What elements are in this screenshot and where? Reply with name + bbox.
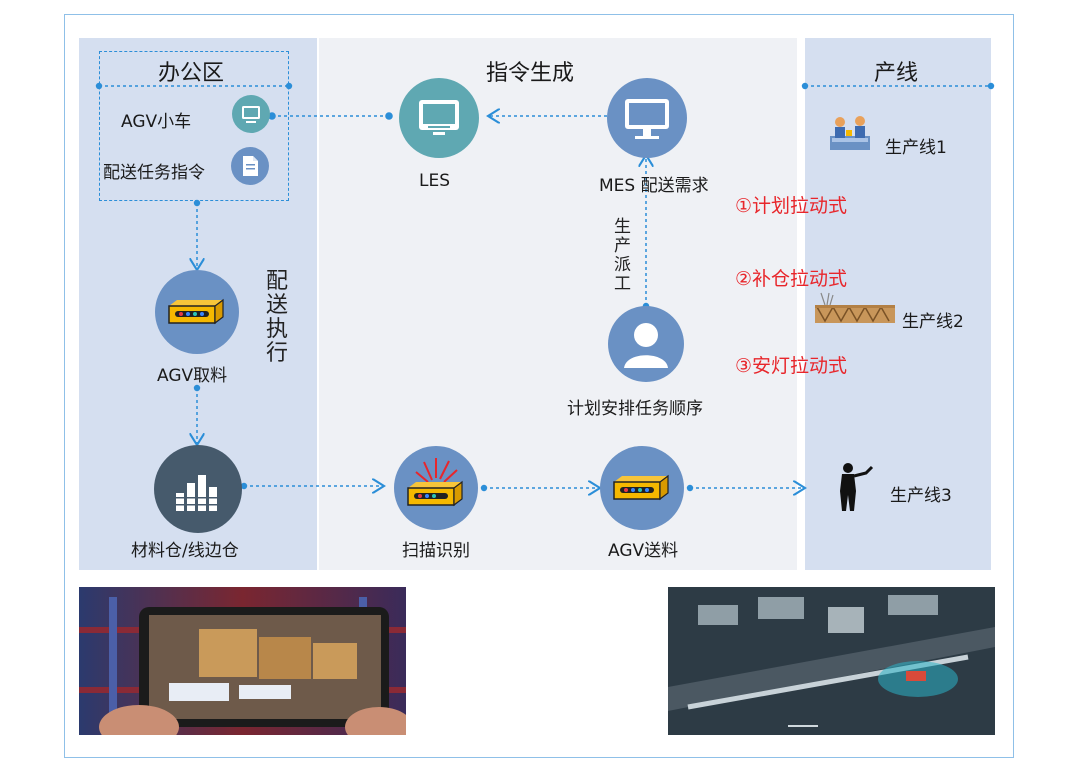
office-zone-title: 办公区 xyxy=(158,61,225,86)
production-line-2-label: 生产线2 xyxy=(902,312,964,332)
planner-label: 计划安排任务顺序 xyxy=(567,399,703,419)
document-icon xyxy=(231,147,269,185)
warehouse-stack-icon xyxy=(154,445,242,533)
diagram-frame xyxy=(64,14,1014,758)
line2-conveyor-icon xyxy=(813,291,897,327)
mes-computer-icon xyxy=(607,78,687,158)
pull-mode-andon: ③安灯拉动式 xyxy=(735,355,848,377)
agv-deliver-icon xyxy=(600,446,684,530)
production-line-title: 产线 xyxy=(874,61,919,86)
agv-pick-label: AGV取料 xyxy=(157,366,228,386)
agv-pick-icon xyxy=(155,270,239,354)
line1-workers-icon xyxy=(826,112,878,156)
ar-warehouse-scan-photo xyxy=(79,587,406,735)
production-line-3-label: 生产线3 xyxy=(890,486,952,506)
pull-mode-plan: ①计划拉动式 xyxy=(735,195,848,217)
mes-demand-label: MES 配送需求 xyxy=(599,176,709,196)
monitor-icon xyxy=(232,95,270,133)
planner-person-icon xyxy=(608,306,684,382)
production-line-1-label: 生产线1 xyxy=(885,138,947,158)
command-generation-title: 指令生成 xyxy=(486,61,575,86)
office-zone-box xyxy=(99,51,289,201)
scan-identify-label: 扫描识别 xyxy=(402,541,470,561)
line3-andon-worker-icon xyxy=(830,461,876,513)
agv-deliver-label: AGV送料 xyxy=(608,541,679,561)
warehouse-label: 材料仓/线边仓 xyxy=(131,541,239,561)
delivery-execution-label: 配送执行 xyxy=(266,269,289,366)
les-label: LES xyxy=(419,171,451,191)
les-monitor-icon xyxy=(399,78,479,158)
pull-mode-replenish: ②补仓拉动式 xyxy=(735,268,848,290)
agv-cart-label: AGV小车 xyxy=(121,112,192,132)
scan-identify-icon xyxy=(394,446,478,530)
delivery-instruction-label: 配送任务指令 xyxy=(103,163,205,183)
production-dispatch-label: 生产派工 xyxy=(614,217,631,294)
smart-factory-photo xyxy=(668,587,995,735)
production-panel xyxy=(805,38,991,570)
